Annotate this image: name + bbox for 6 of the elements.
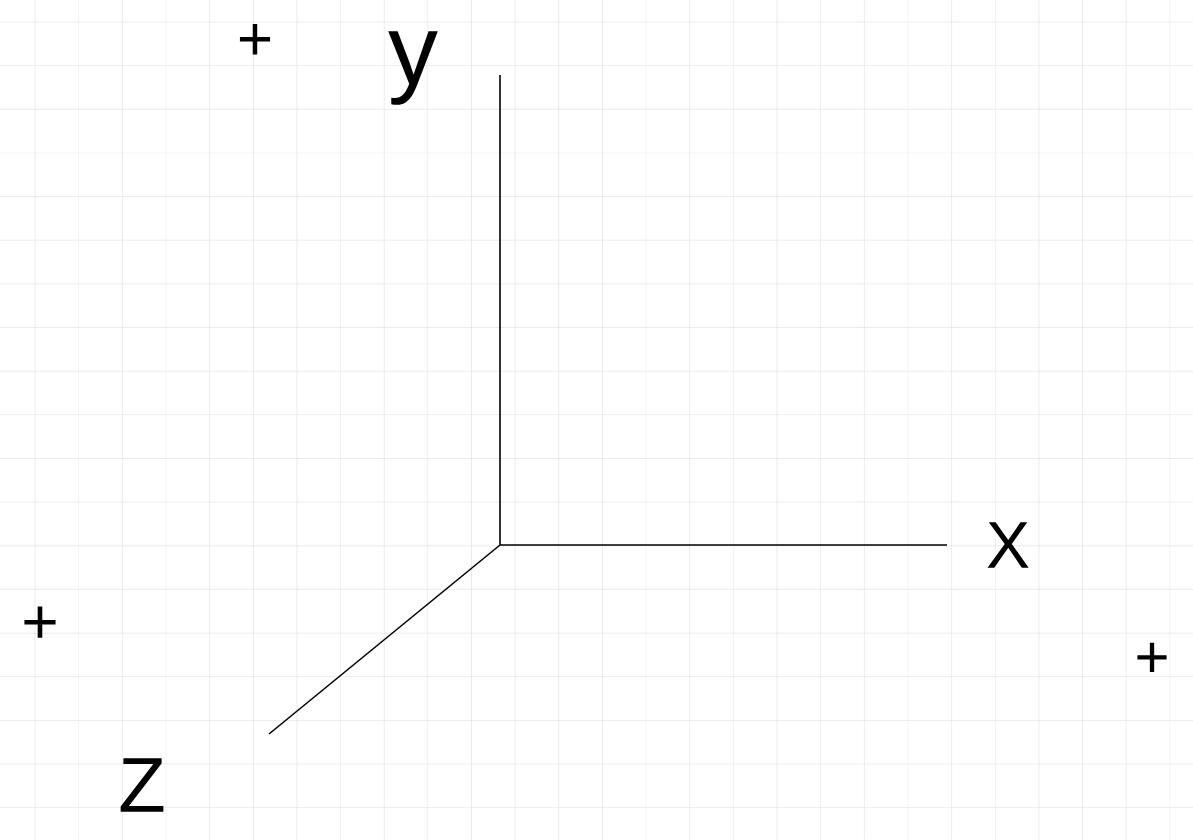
axis-label: Z [120,758,164,812]
axis-label: X [987,522,1029,568]
axis-label: + [1137,642,1167,673]
axis-label: y [388,31,438,105]
axis-label: + [239,24,271,55]
axis-label: + [24,606,56,638]
